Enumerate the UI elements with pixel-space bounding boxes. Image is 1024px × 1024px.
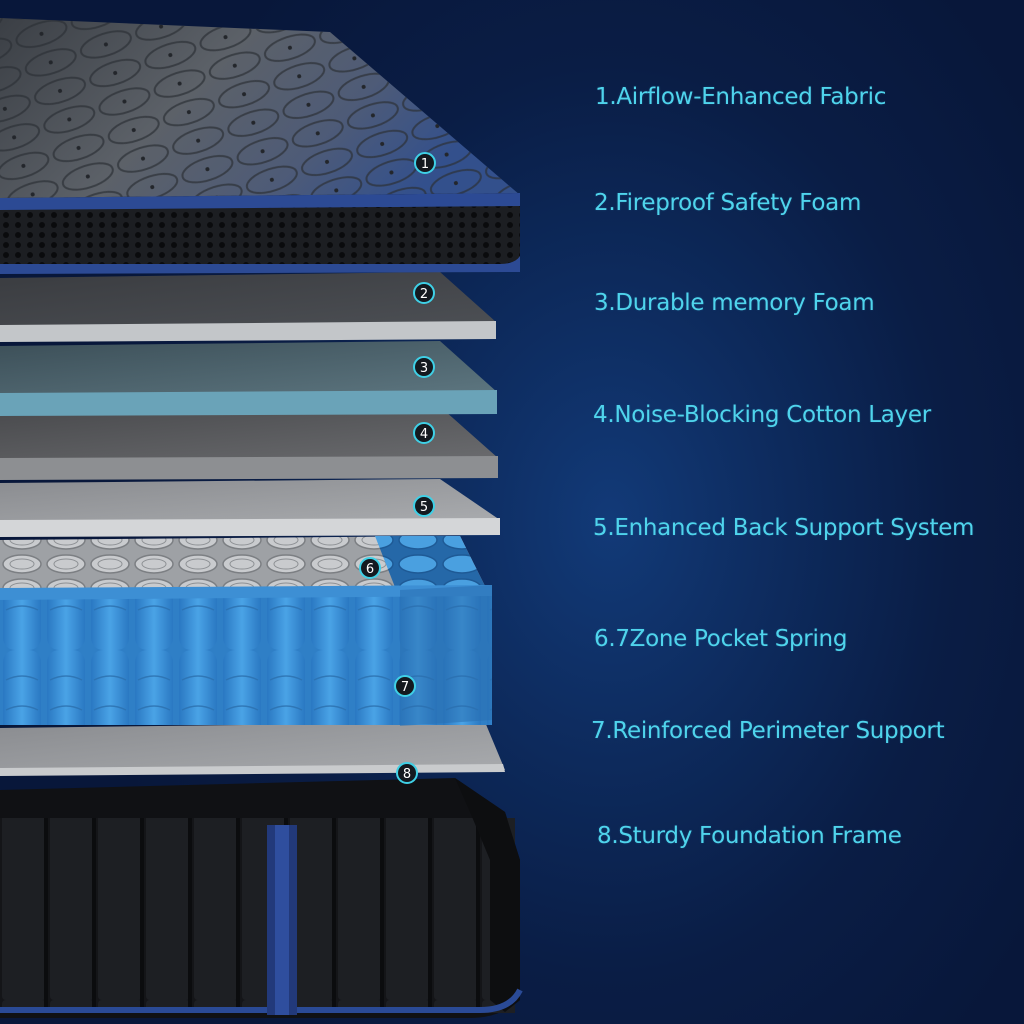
svg-text:2: 2 [420,287,428,302]
svg-text:4: 4 [420,427,428,442]
svg-text:5: 5 [420,500,428,515]
layer-2-badge: 2 [413,282,435,304]
top-fabric-layer [0,18,520,274]
layer-8-badge: 8 [396,762,418,784]
foundation-frame-layer [0,778,523,1018]
layer-4-badge: 4 [413,422,435,444]
memory-foam-layer [0,341,497,416]
layer-1-badge: 1 [414,152,436,174]
svg-text:6: 6 [366,562,374,577]
pocket-spring-layer [0,536,492,726]
layer-5-badge: 5 [413,495,435,517]
perimeter-support-sheet [0,722,505,776]
layer-3-badge: 3 [413,356,435,378]
layer-6-badge: 6 [359,557,381,579]
svg-text:1: 1 [421,157,429,172]
layer-7-badge: 7 [394,675,416,697]
svg-text:8: 8 [403,767,411,782]
svg-text:7: 7 [401,680,409,695]
svg-text:3: 3 [420,361,428,376]
fireproof-foam-layer [0,272,496,342]
back-support-layer [0,479,500,537]
cotton-layer [0,411,498,480]
